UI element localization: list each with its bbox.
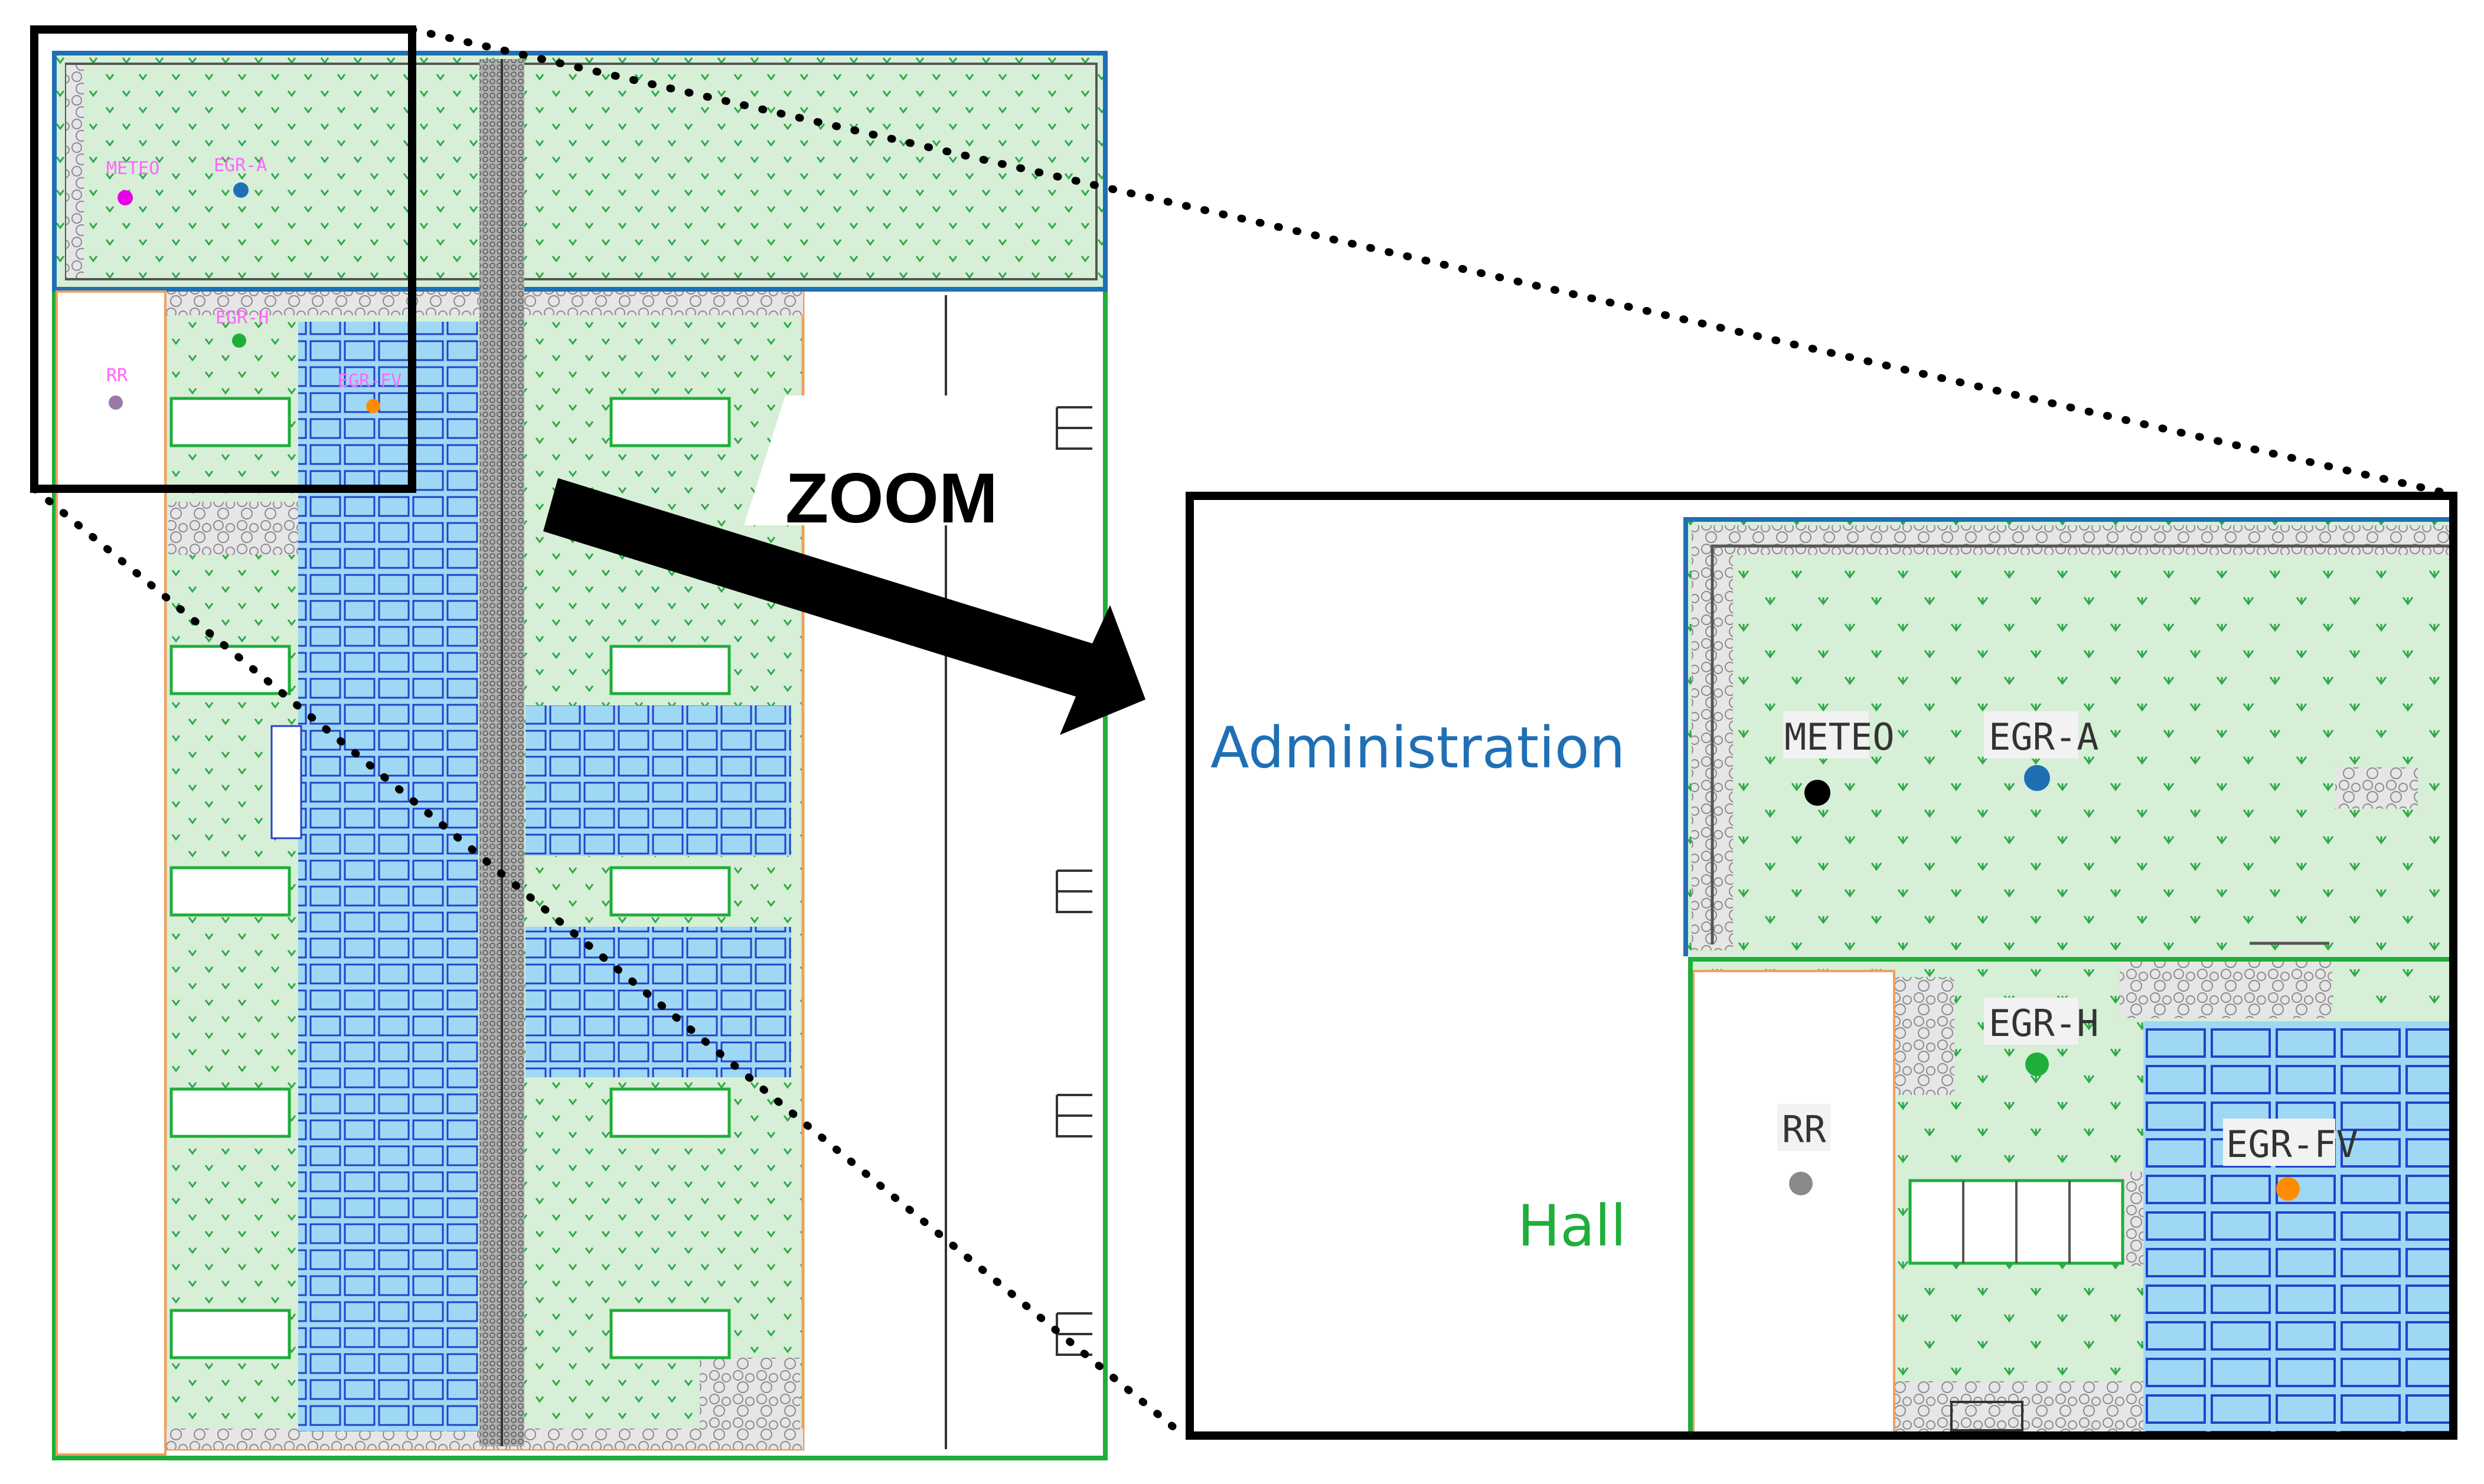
hall-gravel-left [1895, 977, 1954, 1095]
zoom-arrow: ZOOM [543, 395, 1145, 735]
rr-dot-overview [109, 395, 123, 410]
admin-inner-wall [1711, 544, 2453, 944]
egr-h-dot-overview [232, 334, 246, 348]
administration-area-overview [52, 51, 1108, 292]
fence-markers [1056, 406, 1092, 1356]
administration-label: Administration [1210, 715, 1625, 781]
station-label-backdrops [1777, 711, 2335, 1166]
zoom-frame-border [1186, 492, 2457, 1440]
rr-dot-zoom [1789, 1172, 1813, 1195]
egr-a-label-zoom: EGR-A [1989, 715, 2099, 759]
equipment-box-dividers [1962, 1181, 2071, 1263]
hall-label: Hall [1517, 1193, 1626, 1259]
admin-gravel-patch [2335, 767, 2418, 809]
egr-a-dot-overview [233, 182, 249, 198]
egr-fv-dot-overview [366, 399, 380, 413]
administration-outline-zoom [1683, 517, 2453, 956]
meteo-label-zoom: METEO [1784, 715, 1895, 759]
zoomed-detail: Administration Hall METEO EGR-A EGR-H RR… [1186, 492, 2457, 1440]
solar-array-right-1 [525, 705, 791, 856]
hall-gravel-box [1950, 1401, 2023, 1431]
egr-fv-dot-zoom [2276, 1177, 2300, 1201]
solar-array-right-2 [525, 927, 791, 1077]
solar-array-main [298, 322, 478, 1431]
zoom-connector-lines [30, 25, 2457, 1440]
meteo-dot-overview [117, 190, 133, 205]
egr-fv-label-zoom: EGR-FV [2226, 1123, 2358, 1166]
rr-label-zoom: RR [1782, 1108, 1826, 1151]
rr-room-overview [56, 290, 167, 1456]
rr-room-zoom [1692, 970, 1895, 1437]
solar-array-zoom [2143, 1021, 2453, 1434]
solar-array-left-fragment [270, 725, 302, 839]
egr-h-label-zoom: EGR-H [1989, 1002, 2099, 1045]
egr-a-label-overview: EGR-A [214, 155, 267, 176]
admin-gravel-top [1692, 525, 2453, 555]
overview-map: METEO EGR-A EGR-H RR EGR-FV [30, 25, 1108, 1460]
egr-fv-label-overview: EGR-FV [338, 371, 402, 391]
meteo-dot-zoom [1804, 780, 1830, 806]
gravel-patch-left [168, 502, 298, 555]
hall-gravel-top [2120, 959, 2332, 1018]
egr-a-dot-zoom [2024, 765, 2050, 791]
hall-outline-zoom [1688, 957, 2453, 1436]
rr-label-overview: RR [106, 365, 128, 386]
gravel-strip-admin [66, 65, 84, 277]
egr-h-dot-zoom [2025, 1052, 2049, 1076]
equipment-boxes-left [169, 397, 291, 1359]
hall-gravel-bottom [1895, 1381, 2143, 1434]
zoom-label-backdrop [744, 395, 998, 525]
zoom-selection-box [30, 25, 416, 493]
zoom-arrow-icon [543, 478, 1145, 735]
zoom-label: ZOOM [785, 459, 998, 538]
egr-h-label-overview: EGR-H [216, 308, 269, 328]
meteo-label-overview: METEO [106, 158, 159, 179]
equipment-boxes-right [609, 397, 731, 1359]
